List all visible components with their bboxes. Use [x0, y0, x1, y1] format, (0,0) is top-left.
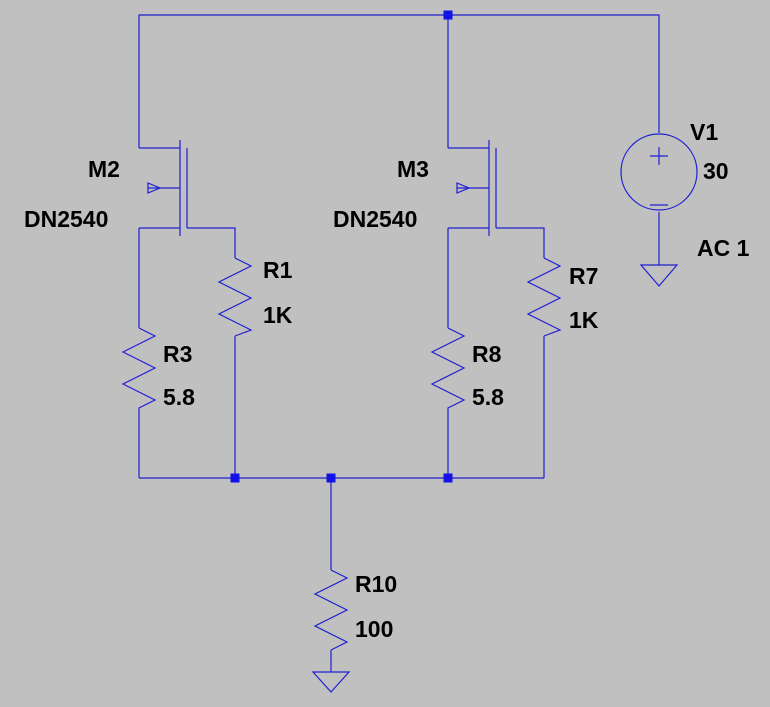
r8-ref-label: R8 [472, 341, 502, 367]
r3-value-label: 5.8 [163, 384, 195, 410]
wires [138, 14, 660, 672]
wire-m2-gate [187, 227, 236, 258]
r1-value-label: 1K [263, 302, 293, 328]
r7-value-label: 1K [569, 307, 599, 333]
v1-value-label: 30 [703, 158, 729, 184]
m3-ref-label: M3 [397, 156, 429, 182]
resistor-r8[interactable] [430, 327, 466, 415]
junction-dot [230, 473, 240, 483]
ground-icon [639, 264, 679, 287]
wire-top-rail [138, 14, 660, 148]
v1-ac-label: AC 1 [697, 235, 750, 261]
wire-m3-gate [496, 227, 545, 258]
m2-value-label: DN2540 [24, 206, 108, 232]
junction-dot [443, 10, 453, 20]
m2-ref-label: M2 [88, 156, 120, 182]
mosfet-m3[interactable] [456, 140, 497, 236]
r3-ref-label: R3 [163, 341, 192, 367]
resistor-r10[interactable] [313, 569, 349, 651]
r8-value-label: 5.8 [472, 384, 504, 410]
resistor-r1[interactable] [217, 257, 253, 337]
r1-ref-label: R1 [263, 257, 293, 283]
junction-dot [326, 473, 336, 483]
r10-ref-label: R10 [355, 571, 397, 597]
resistor-r3[interactable] [121, 327, 157, 415]
junction-dot [443, 473, 453, 483]
resistor-r7[interactable] [526, 257, 562, 337]
ground-icon [311, 671, 351, 693]
m3-value-label: DN2540 [333, 206, 417, 232]
r7-ref-label: R7 [569, 263, 598, 289]
voltage-source-v1[interactable] [620, 133, 698, 211]
v1-ref-label: V1 [690, 119, 718, 145]
r10-value-label: 100 [355, 616, 393, 642]
mosfet-m2[interactable] [147, 140, 188, 236]
junctions [230, 10, 453, 483]
labels: M2 DN2540 M3 DN2540 R1 1K R3 5.8 R7 1K R… [24, 119, 750, 642]
